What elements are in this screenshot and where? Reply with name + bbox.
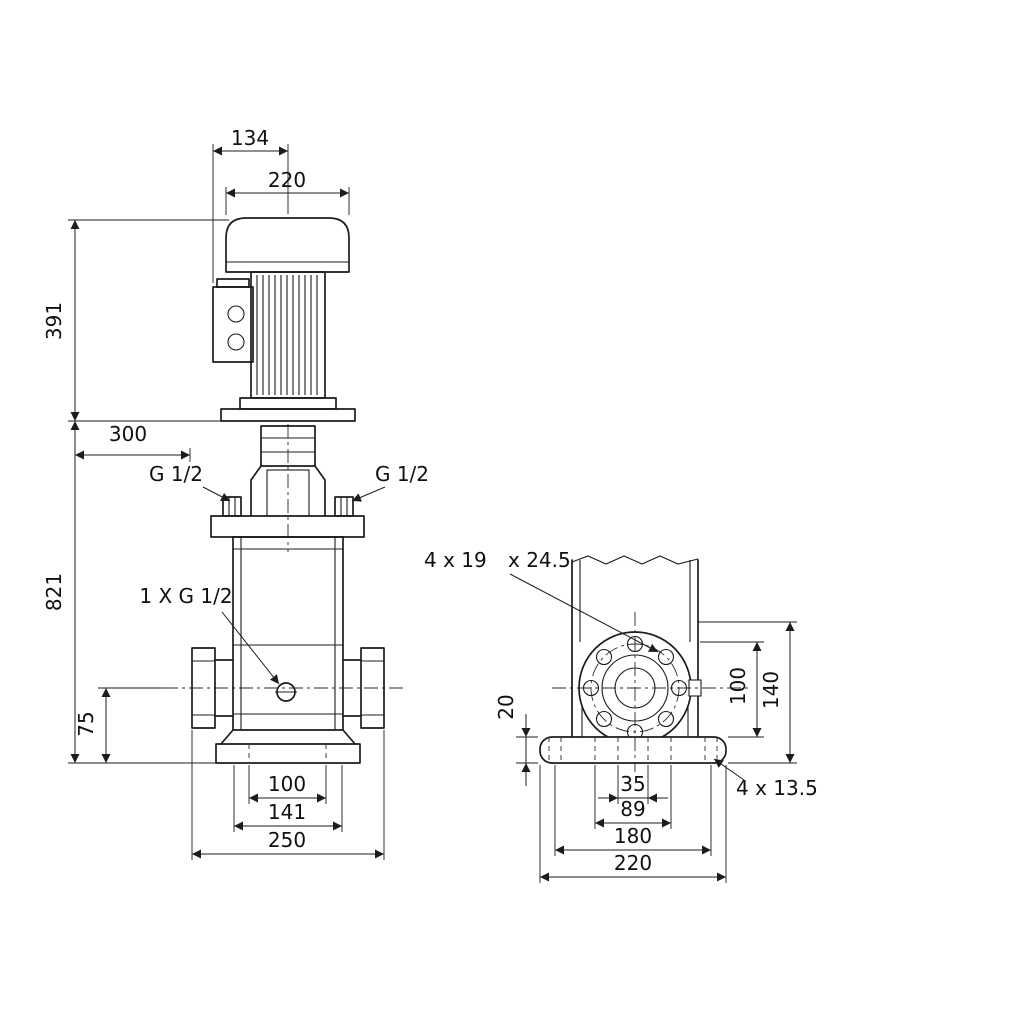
break-line [571, 555, 699, 565]
side-view: 4 x 19 x 24.5 20 100 140 35 89 180 220 4… [424, 548, 818, 883]
dim-75: 75 [74, 711, 98, 736]
dim-20: 20 [494, 694, 518, 719]
front-view: 134 220 391 300 821 75 100 141 250 G 1/2… [42, 126, 429, 860]
dim-35: 35 [620, 772, 645, 796]
discharge-port-neck [342, 659, 362, 717]
motor [212, 217, 356, 422]
cable-entry-hole [227, 333, 245, 351]
vent-plug-right-facets [340, 497, 348, 516]
leader-drain [221, 611, 280, 685]
front-dimensions: 134 220 391 300 821 75 100 141 250 G 1/2… [42, 126, 429, 860]
vent-plug-left [222, 496, 242, 517]
base [215, 729, 361, 764]
dim-391: 391 [42, 302, 66, 340]
centerlines [164, 424, 404, 689]
suction-port-neck [214, 659, 234, 717]
leader-base-holes [713, 758, 745, 781]
side-centerlines [552, 612, 748, 772]
label-drain: 1 X G 1/2 [139, 584, 232, 608]
motor-flange [220, 408, 356, 422]
chamber-stack [232, 536, 344, 731]
dim-220-base: 220 [614, 851, 652, 875]
dim-89: 89 [620, 797, 645, 821]
terminal-box [212, 286, 254, 363]
dim-180: 180 [614, 824, 652, 848]
terminal-box-lid [216, 278, 250, 288]
dim-220-motor: 220 [268, 168, 306, 192]
motor-cooling-fins [256, 275, 318, 395]
motor-fan-cover [225, 217, 350, 273]
dim-250: 250 [268, 828, 306, 852]
dim-141: 141 [268, 800, 306, 824]
coupling-housing [260, 425, 316, 467]
label-vent-left: G 1/2 [149, 462, 203, 486]
discharge-flange-holes [361, 660, 384, 716]
motor-body [250, 271, 326, 399]
bolt-hole [595, 648, 613, 666]
base-bolt-holes-hidden [248, 744, 327, 763]
base-plate [539, 736, 727, 764]
head-flange [210, 515, 365, 538]
extension-lines [68, 144, 385, 860]
discharge-flange [360, 647, 385, 729]
suction-flange [191, 647, 216, 729]
label-flange-spotface: x 24.5 [508, 548, 571, 572]
dim-821: 821 [42, 573, 66, 611]
port-flanges [191, 647, 385, 729]
dim-100-front: 100 [268, 772, 306, 796]
bolt-hole [657, 710, 675, 728]
dim-140: 140 [759, 671, 783, 709]
base-plate-side [539, 736, 727, 764]
leader-flange-holes [509, 573, 659, 653]
coupling-and-pump-head [210, 425, 365, 538]
base-slot-holes-hidden [548, 737, 718, 763]
label-base-holes: 4 x 13.5 [736, 776, 818, 800]
cable-entry-hole [227, 305, 245, 323]
leader-vent-right [351, 486, 386, 502]
motor-stool [250, 465, 326, 517]
motor-neck [239, 397, 337, 410]
vent-plug-left-facets [228, 497, 236, 516]
dim-300: 300 [109, 422, 147, 446]
bolt-hole [657, 648, 675, 666]
coupling-halves [261, 437, 315, 453]
label-flange-holes: 4 x 19 [424, 548, 487, 572]
dim-100-side: 100 [726, 667, 750, 705]
outer-sleeve [232, 536, 344, 731]
bolt-hole [595, 710, 613, 728]
sleeve-detail-lines [233, 537, 343, 730]
vent-plug-right [334, 496, 354, 517]
leader-vent-left [202, 486, 231, 502]
pump-column-side [571, 555, 699, 738]
suction-flange-holes [192, 660, 215, 716]
column-outline [571, 559, 699, 738]
side-dimensions: 4 x 19 x 24.5 20 100 140 35 89 180 220 4… [424, 548, 818, 883]
base-transition [220, 729, 356, 745]
label-vent-right: G 1/2 [375, 462, 429, 486]
dim-134: 134 [231, 126, 269, 150]
base-plate [215, 743, 361, 764]
column-inner-lines [579, 560, 691, 642]
